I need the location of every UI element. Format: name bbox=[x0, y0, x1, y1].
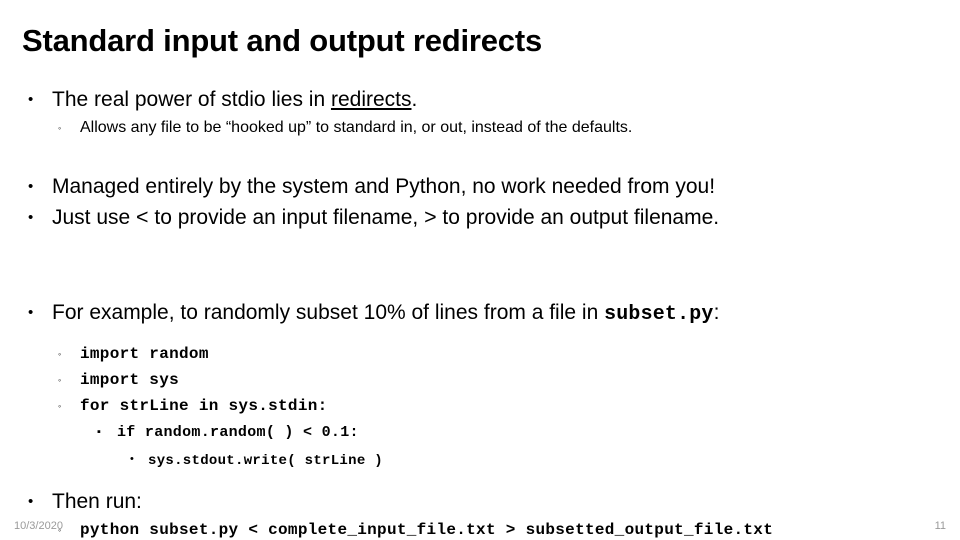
bullet-circle-icon: ◦ bbox=[58, 123, 62, 133]
bullet-item-level1: • Just use < to provide an input filenam… bbox=[28, 202, 938, 233]
code-item-level3: ▪ if random.random( ) < 0.1: bbox=[97, 419, 938, 446]
bullet-circle-icon: ◦ bbox=[58, 525, 62, 535]
footer-date: 10/3/2020 bbox=[14, 520, 63, 532]
less-than-operator: < bbox=[136, 205, 149, 229]
bullet-disc-icon: • bbox=[28, 304, 34, 321]
bullet-text-part1: Just use bbox=[52, 206, 137, 229]
code-item-level2: ◦ python subset.py < complete_input_file… bbox=[58, 517, 938, 540]
slide-title: Standard input and output redirects bbox=[22, 23, 543, 58]
bullet-circle-icon: ◦ bbox=[58, 401, 62, 411]
paragraph-spacer bbox=[22, 474, 938, 486]
code-item-level2: ◦ for strLine in sys.stdin: bbox=[58, 393, 938, 419]
bullet-text-pre: The real power of stdio lies in bbox=[52, 88, 331, 111]
paragraph-spacer bbox=[22, 267, 938, 297]
greater-than-operator: > bbox=[424, 205, 437, 229]
code-text: import sys bbox=[80, 371, 180, 389]
bullet-item-level1: • Then run: bbox=[28, 486, 938, 517]
bullet-text-underlined: redirects bbox=[330, 88, 412, 111]
bullet-disc-icon: • bbox=[28, 178, 34, 195]
code-text: if random.random( ) < 0.1: bbox=[117, 424, 359, 441]
bullet-item-level2: ◦ Allows any file to be “hooked up” to s… bbox=[58, 115, 938, 141]
bullet-item-level1: • Managed entirely by the system and Pyt… bbox=[28, 171, 938, 202]
footer-page-number: 11 bbox=[934, 520, 946, 532]
bullet-text-part3: to provide an output filename. bbox=[436, 206, 720, 229]
bullet-text: For example, to randomly subset 10% of l… bbox=[52, 297, 719, 329]
paragraph-spacer bbox=[22, 329, 938, 341]
bullet-text: Managed entirely by the system and Pytho… bbox=[52, 175, 716, 198]
bullet-text: Just use < to provide an input filename,… bbox=[52, 202, 719, 233]
bullet-text-part2: to provide an input filename, bbox=[148, 206, 425, 229]
bullet-text-post: . bbox=[411, 88, 418, 111]
code-item-level2: ◦ import sys bbox=[58, 367, 938, 393]
shell-command-text: python subset.py < complete_input_file.t… bbox=[80, 521, 774, 539]
bullet-text: Allows any file to be “hooked up” to sta… bbox=[80, 119, 633, 136]
bullet-circle-icon: ◦ bbox=[58, 375, 62, 385]
bullet-text-post: : bbox=[713, 301, 720, 324]
filename-code: subset.py bbox=[604, 302, 714, 325]
bullet-disc-icon: • bbox=[130, 453, 134, 465]
bullet-text: The real power of stdio lies in redirect… bbox=[52, 84, 417, 115]
paragraph-spacer bbox=[22, 141, 938, 171]
bullet-item-level1: • For example, to randomly subset 10% of… bbox=[28, 297, 938, 329]
code-text: import random bbox=[80, 345, 209, 363]
code-item-level2: ◦ import random bbox=[58, 341, 938, 367]
bullet-text-pre: For example, to randomly subset 10% of l… bbox=[52, 301, 605, 324]
paragraph-spacer bbox=[22, 233, 938, 267]
code-item-level4: • sys.stdout.write( strLine ) bbox=[130, 446, 938, 474]
bullet-disc-icon: • bbox=[28, 91, 34, 108]
bullet-item-level1: • The real power of stdio lies in redire… bbox=[28, 84, 938, 115]
code-text: sys.stdout.write( strLine ) bbox=[148, 453, 383, 469]
slide-body: • The real power of stdio lies in redire… bbox=[22, 84, 938, 540]
bullet-circle-icon: ◦ bbox=[58, 349, 62, 359]
bullet-disc-icon: • bbox=[28, 209, 34, 226]
code-text: for strLine in sys.stdin: bbox=[80, 397, 328, 415]
bullet-square-icon: ▪ bbox=[97, 426, 101, 438]
bullet-text: Then run: bbox=[52, 490, 142, 513]
bullet-disc-icon: • bbox=[28, 493, 34, 510]
